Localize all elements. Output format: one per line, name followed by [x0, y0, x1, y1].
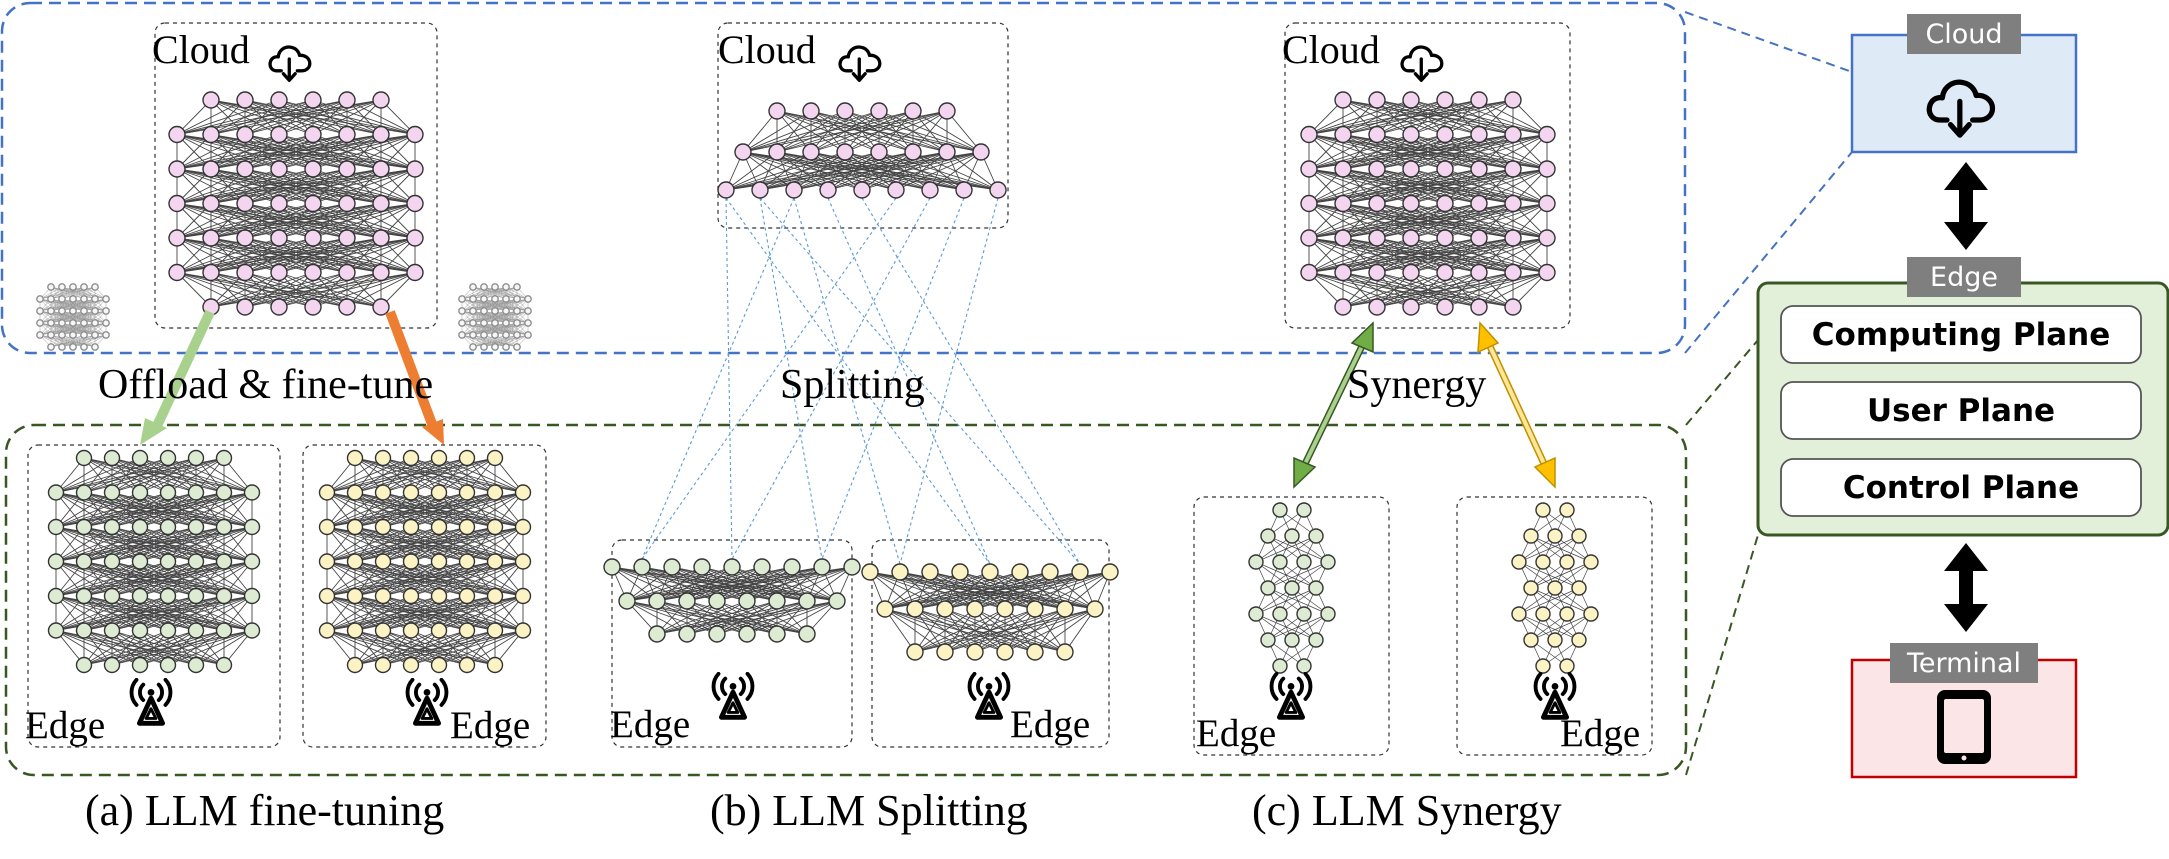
split-line: [861, 197, 1081, 565]
offload-label: Offload & fine-tune: [98, 362, 433, 408]
caption-b: (b) LLM Splitting: [710, 786, 1028, 835]
edge-label: Edge: [1196, 712, 1276, 755]
edge-label: Edge: [1560, 712, 1640, 755]
edge-box-a2: [302, 444, 547, 748]
phone-icon: [1937, 690, 1991, 764]
split-line: [641, 197, 897, 560]
connector-line: [1684, 11, 1853, 73]
edge-tag-label: Edge: [1930, 262, 1998, 293]
splitting-label: Splitting: [780, 362, 925, 408]
cloud-tag: [1907, 14, 2021, 54]
caption-c: (c) LLM Synergy: [1252, 786, 1562, 835]
terminal-tag: [1890, 643, 2038, 683]
offload-arrow-green: [140, 309, 215, 445]
antenna-icon: [1272, 674, 1311, 718]
user-plane-box: [1780, 381, 2142, 440]
connector-line: [1685, 339, 1759, 426]
edge-box-b2: [871, 539, 1110, 748]
antenna-icon: [714, 674, 753, 718]
connector-line: [1685, 534, 1759, 776]
computing-plane-box: [1780, 305, 2142, 364]
cloud-download-icon: [838, 45, 882, 83]
synergy-arrow-green: [1293, 321, 1374, 489]
double-arrow-icon: [1944, 162, 1988, 250]
edge-box-a1: [27, 444, 281, 748]
edge-label: Edge: [1010, 703, 1090, 746]
edge-label: Edge: [610, 703, 690, 746]
edge-region: [4, 423, 1688, 777]
control-plane-label: Control Plane: [1843, 470, 2079, 506]
edge-box-c1: [1193, 496, 1390, 756]
split-connection-lines: [641, 197, 1081, 565]
offload-arrow-orange: [385, 310, 444, 445]
antenna-icon: [132, 680, 171, 724]
split-line: [827, 197, 991, 565]
edge-tag: [1907, 257, 2021, 297]
edge-small-network-yellow: [1511, 502, 1599, 674]
cloud-region: [0, 1, 1687, 355]
antenna-icon: [970, 674, 1009, 718]
user-plane-label: User Plane: [1867, 393, 2055, 429]
edge-box-b1: [611, 539, 853, 748]
cloud-label: Cloud: [718, 27, 816, 72]
control-plane-box: [1780, 458, 2142, 517]
split-line: [731, 197, 931, 560]
cloud-download-icon: [268, 45, 312, 83]
edge-label: Edge: [25, 704, 105, 747]
edge-small-network-green: [1248, 502, 1336, 674]
synergy-arrow-yellow: [1477, 321, 1556, 489]
caption-a: (a) LLM fine-tuning: [85, 786, 444, 835]
cloud-llm-network: [168, 91, 424, 316]
double-arrow-icon: [1944, 543, 1988, 632]
edge-label: Edge: [450, 704, 530, 747]
cloud-llm-network: [1300, 91, 1556, 316]
faded-network: [36, 283, 110, 351]
cloud-box-a: [154, 22, 438, 329]
terminal-tag-label: Terminal: [1906, 648, 2021, 679]
cloud-label: Cloud: [152, 27, 250, 72]
edge-llm-network-green: [47, 449, 261, 674]
cloud-llm-split-network: [717, 102, 1007, 199]
edge-box-c2: [1456, 496, 1653, 756]
antenna-icon: [1536, 674, 1575, 718]
cloud-tag-label: Cloud: [1925, 19, 2002, 50]
cloud-label: Cloud: [1282, 27, 1380, 72]
split-line: [821, 197, 965, 560]
synergy-label: Synergy: [1347, 362, 1486, 408]
connector-line: [1684, 151, 1853, 354]
split-line: [641, 197, 795, 560]
faded-network: [458, 283, 532, 351]
edge-llm-network-yellow: [318, 449, 532, 674]
split-line: [759, 197, 823, 560]
cloud-download-icon: [1400, 45, 1444, 83]
cloud-box-b: [717, 22, 1009, 229]
antenna-icon: [408, 680, 447, 724]
split-line: [725, 197, 733, 560]
edge-split-network-green: [603, 558, 861, 643]
edge-split-network-yellow: [861, 563, 1119, 661]
computing-plane-label: Computing Plane: [1812, 317, 2110, 353]
cloud-box-c: [1284, 22, 1571, 329]
